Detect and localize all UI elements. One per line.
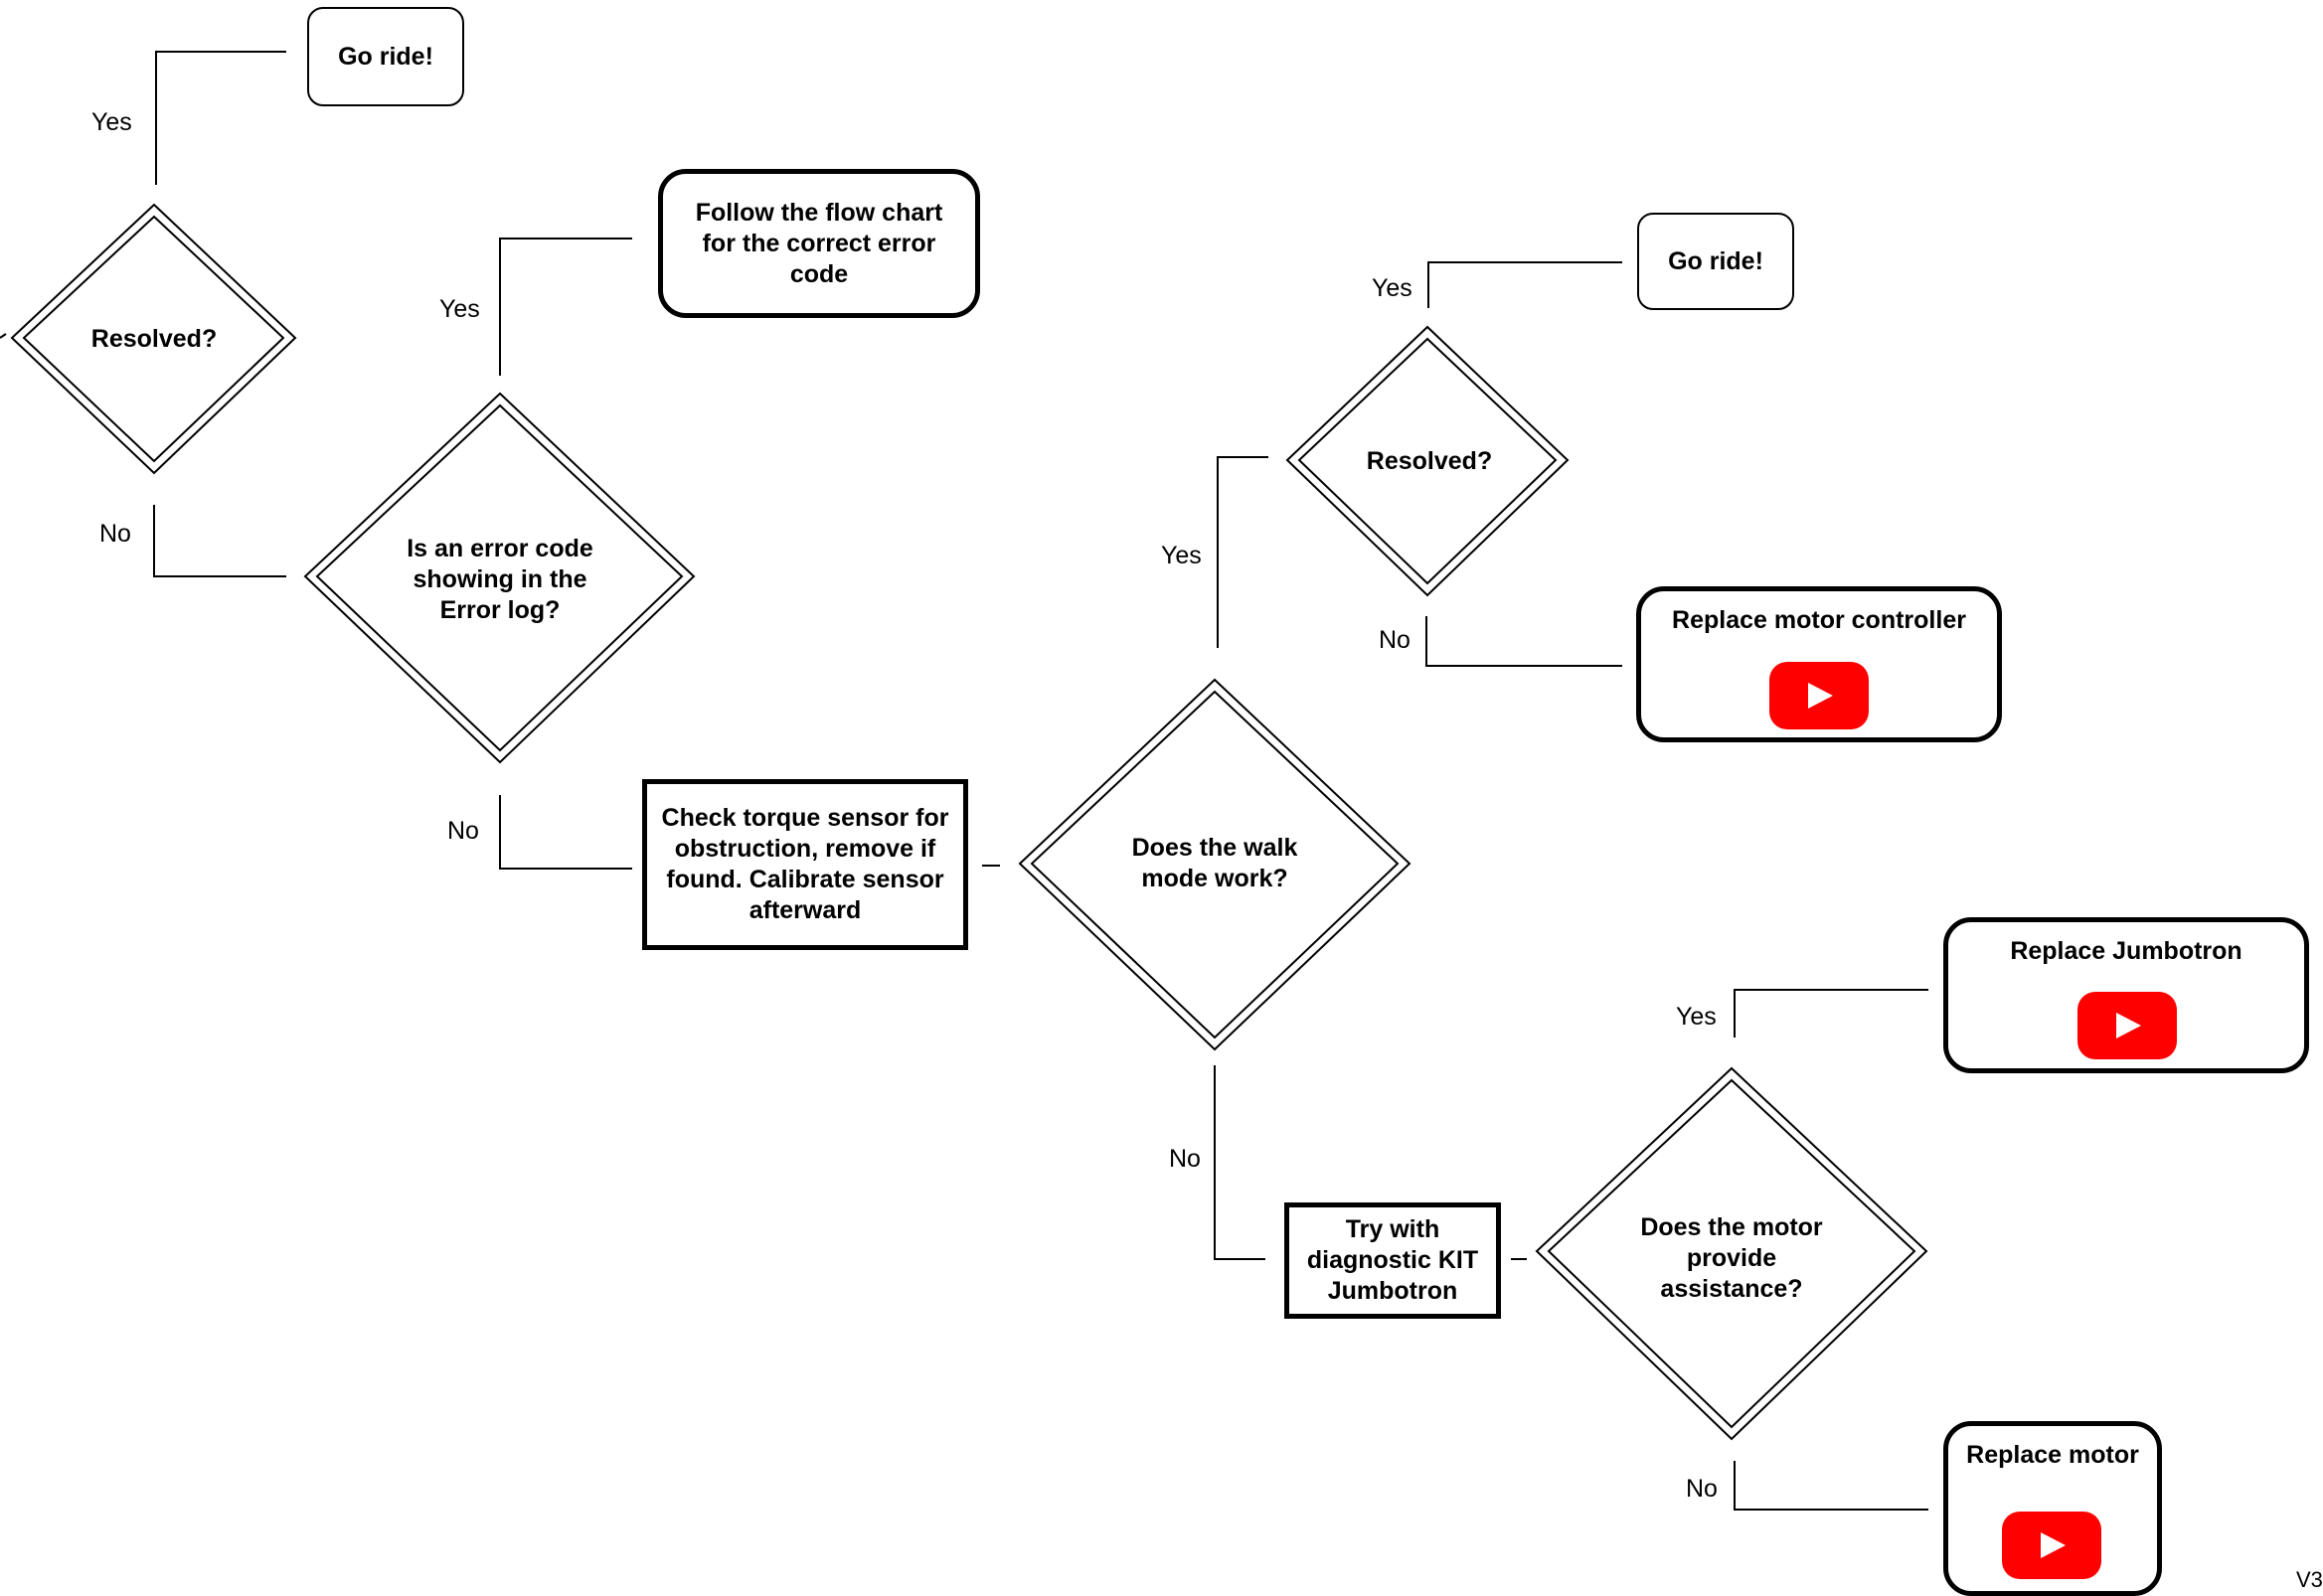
connector-resolved-right-no [1425,616,1622,667]
resolved-right-label: Resolved? [1366,446,1493,475]
edge-label-no: No [1686,1475,1718,1503]
replace-motor-label: Replace motor [1966,1441,2139,1469]
error-code-diamond-shape [303,392,696,764]
version-label: V3 [2296,1567,2323,1592]
connector-left-edge [0,333,7,339]
resolved-left-diamond-shape [10,203,297,475]
motor-assistance-diamond-shape [1535,1066,1928,1441]
connector-error-yes [499,238,632,376]
check-torque-sensor-label: Check torque sensor for obstruction, rem… [661,804,949,924]
connector-resolved-right-yes [1427,261,1622,308]
walk-mode-diamond-shape [1018,678,1411,1051]
error-code-question-label: Is an error code showing in the Error lo… [407,534,593,624]
replace-jumbotron-label: Replace Jumbotron [2010,937,2242,965]
edge-label-yes: Yes [1676,1003,1717,1031]
go-ride-top-label: Go ride! [338,42,433,71]
follow-flow-chart-node: Follow the flow chart for the correct er… [658,169,980,318]
check-torque-sensor-node: Check torque sensor for obstruction, rem… [642,779,968,950]
follow-flow-chart-label: Follow the flow chart for the correct er… [695,198,943,288]
edge-label-yes: Yes [1161,542,1202,569]
resolved-left-label: Resolved? [90,324,218,353]
go-ride-top-node: Go ride! [307,7,464,106]
edge-label-yes: Yes [439,295,480,323]
youtube-play-icon[interactable] [2077,992,2177,1059]
connector-walk-no [1214,1065,1265,1260]
connector-walk-yes [1217,456,1268,648]
try-diagnostic-kit-label: Try with diagnostic KIT Jumbotron [1306,1215,1479,1305]
resolved-right-diamond-shape [1285,325,1570,597]
edge-label-no: No [1169,1145,1201,1173]
edge-label-yes: Yes [91,108,132,136]
edge-label-no: No [99,520,131,548]
connector-motor-yes [1734,989,1928,1037]
walk-mode-question-label: Does the walk mode work? [1131,834,1298,892]
connector-motor-no [1734,1461,1928,1511]
edge-label-no: No [1379,626,1410,654]
youtube-play-icon[interactable] [2002,1512,2101,1579]
edge-label-yes: Yes [1372,274,1412,302]
replace-jumbotron-node: Replace Jumbotron [1943,917,2309,1073]
try-diagnostic-kit-node: Try with diagnostic KIT Jumbotron [1284,1202,1501,1319]
replace-motor-controller-label: Replace motor controller [1672,606,1966,634]
connector-error-no [499,795,632,870]
youtube-play-icon[interactable] [1769,662,1869,729]
edge-label-no: No [447,817,479,845]
connector-resolved-left-no [153,505,286,577]
go-ride-right-label: Go ride! [1668,246,1763,275]
go-ride-right-node: Go ride! [1637,213,1794,310]
connector-resolved-left-yes [155,51,286,185]
replace-motor-node: Replace motor [1943,1421,2162,1596]
replace-motor-controller-node: Replace motor controller [1636,586,2002,742]
motor-assistance-question-label: Does the motor provide assistance? [1640,1212,1823,1303]
